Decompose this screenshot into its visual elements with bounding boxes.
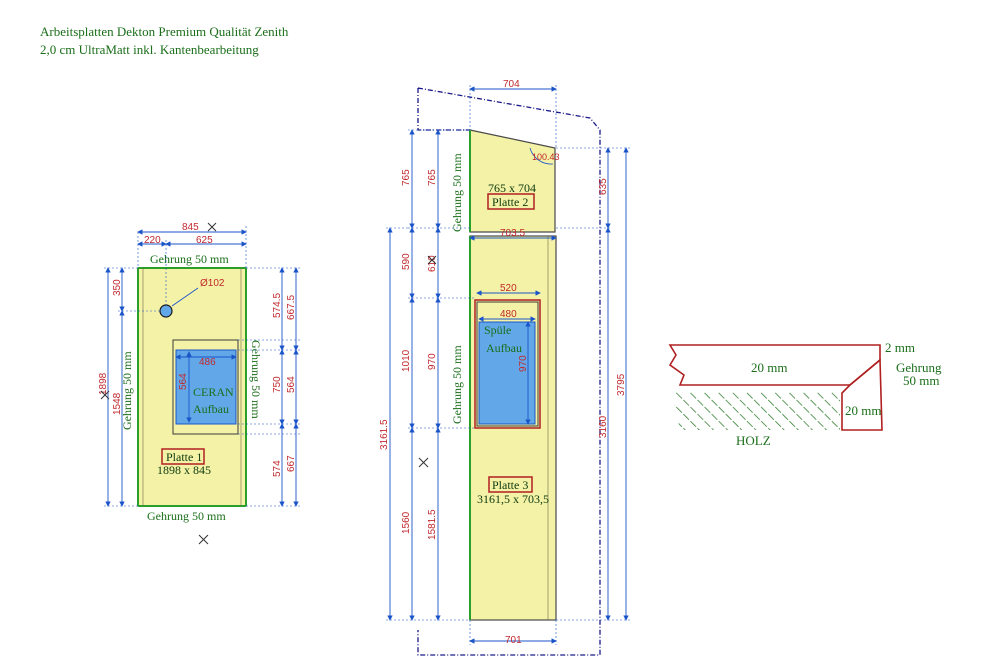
sink-cutout bbox=[478, 321, 536, 425]
x-mark bbox=[100, 390, 110, 400]
plate-1-label-box bbox=[161, 448, 205, 465]
dim-top-width-3: 703.5 bbox=[500, 228, 525, 239]
edge-chamfer: 2 mm bbox=[885, 340, 915, 355]
dim-left-top-inner: 610 bbox=[427, 255, 438, 272]
dim-right-bottom-outer: 667 bbox=[286, 455, 297, 472]
dim-left-height: 765 bbox=[401, 169, 412, 186]
sink-label: Spüle bbox=[484, 323, 511, 337]
header-subtitle: 2,0 cm UltraMatt inkl. Kantenbearbeitung bbox=[40, 42, 259, 57]
plate-1-miter-bottom: Gehrung 50 mm bbox=[147, 509, 226, 523]
dim-left-height-inner: 765 bbox=[427, 169, 438, 186]
dim-left-mid: 1010 bbox=[401, 349, 412, 372]
dim-total-left: 3161.5 bbox=[379, 419, 390, 450]
plate-1-label: Platte 1 bbox=[166, 450, 202, 464]
dim-cut-height: 564 bbox=[178, 373, 189, 390]
plate-2-label: Platte 2 bbox=[492, 195, 528, 209]
dim-cut-outer-width: 520 bbox=[500, 283, 517, 294]
plate-3-label: Platte 3 bbox=[492, 478, 528, 492]
plate-3-size: 3161,5 x 703,5 bbox=[477, 492, 549, 506]
sink-sub-label: Aufbau bbox=[486, 341, 522, 355]
ceran-cutout bbox=[175, 349, 237, 425]
edge-thickness: 20 mm bbox=[751, 360, 787, 375]
plate-3-miter-left: Gehrung 50 mm bbox=[450, 345, 464, 424]
dim-cut-inner-width: 480 bbox=[500, 309, 517, 320]
dim-height-outer: 1898 bbox=[98, 372, 109, 395]
edge-miter-size: 50 mm bbox=[903, 373, 939, 388]
dim-cut-height-3: 970 bbox=[518, 355, 529, 372]
dim-right-height-2: 635 bbox=[598, 178, 609, 195]
plate-2-angle: 100.43 bbox=[532, 152, 560, 162]
plate-1: CERAN Aufbau 486 564 Ø102 Gehrung 50 mm … bbox=[98, 222, 300, 545]
dim-right-mid: 750 bbox=[272, 376, 283, 393]
sink-frame bbox=[474, 299, 541, 429]
dim-total-width: 845 bbox=[182, 222, 199, 233]
plates-2-3: 100.43 765 x 704 Platte 2 Gehrung 50 mm … bbox=[379, 79, 630, 656]
plate-1-miter-top: Gehrung 50 mm bbox=[150, 252, 229, 266]
dim-hole-offset: 350 bbox=[112, 279, 123, 296]
dim-left-bottom: 1560 bbox=[401, 511, 412, 534]
dim-right-total: 3795 bbox=[616, 373, 627, 396]
edge-material: HOLZ bbox=[736, 433, 771, 448]
dim-right-mid-outer: 564 bbox=[286, 376, 297, 393]
dim-top-width-2: 704 bbox=[503, 79, 520, 90]
ceran-label: CERAN bbox=[193, 385, 234, 399]
x-mark bbox=[418, 457, 429, 468]
header-title: Arbeitsplatten Dekton Premium Qualität Z… bbox=[40, 24, 289, 39]
hole-circle bbox=[159, 304, 173, 318]
hole-label: Ø102 bbox=[200, 278, 225, 289]
edge-apron: 20 mm bbox=[845, 403, 881, 418]
dim-right-mid-3: 3160 bbox=[598, 415, 609, 438]
plate-2-miter-left: Gehrung 50 mm bbox=[450, 153, 464, 232]
dim-left-bottom-inner: 1581.5 bbox=[427, 509, 438, 540]
dim-bottom-width: 701 bbox=[505, 635, 522, 646]
edge-detail: 20 mm 2 mm Gehrung 50 mm 20 mm HOLZ bbox=[668, 340, 942, 448]
x-mark bbox=[207, 222, 217, 232]
dim-right-bottom: 574 bbox=[272, 460, 283, 477]
plate-1-size: 1898 x 845 bbox=[157, 463, 211, 477]
plate-2-size: 765 x 704 bbox=[488, 181, 536, 195]
dim-cut-width: 486 bbox=[199, 357, 216, 368]
edge-miter: Gehrung bbox=[896, 360, 942, 375]
dim-left-mid-inner: 970 bbox=[427, 353, 438, 370]
dim-left-top: 590 bbox=[401, 253, 412, 270]
dim-offset-left: 220 bbox=[144, 235, 161, 246]
dim-offset-right: 625 bbox=[196, 235, 213, 246]
x-mark bbox=[198, 534, 209, 545]
dim-height-inner: 1548 bbox=[112, 392, 123, 415]
ceran-sub-label: Aufbau bbox=[193, 402, 229, 416]
x-mark bbox=[427, 255, 437, 265]
plate-1-miter-right: Gehrung 50 mm bbox=[249, 340, 263, 419]
plate-2-label-box bbox=[487, 193, 535, 210]
ceran-frame bbox=[172, 339, 239, 435]
dim-right-top-outer: 667.5 bbox=[286, 295, 297, 320]
plate-3-label-box bbox=[488, 476, 533, 493]
dim-right-top: 574.5 bbox=[272, 293, 283, 318]
